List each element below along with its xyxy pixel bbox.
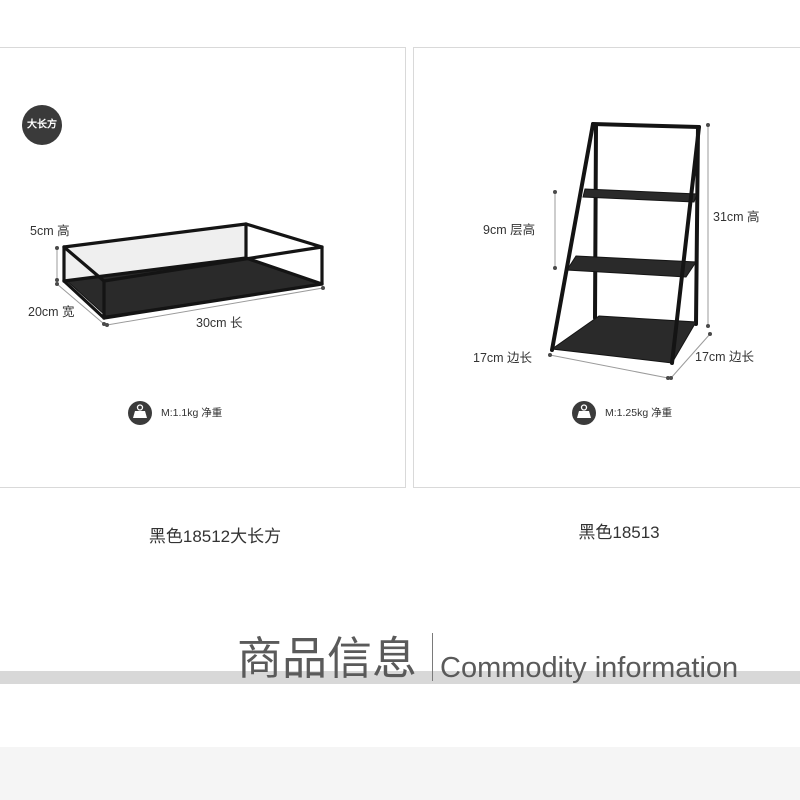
frame-edge-bottom-right — [244, 256, 324, 286]
size-badge-circle — [22, 105, 62, 145]
heading-title-chinese: 商品信息 — [237, 633, 418, 684]
dimension-line — [106, 287, 324, 326]
weight-icon — [128, 401, 152, 425]
heading-band — [0, 671, 800, 684]
side-length-label-left: 17cm 边长 — [473, 351, 533, 365]
length-dimension: 30cm 长 — [105, 286, 325, 330]
frame-edge-bottom-left — [62, 279, 106, 320]
total-height-label: 31cm 高 — [713, 209, 760, 224]
frame-post-back-left — [593, 123, 598, 320]
dimension-end — [105, 323, 109, 327]
product-panel-tray: 大长方 — [0, 47, 406, 488]
product-caption-tray: 黑色18512大长方 — [148, 527, 282, 546]
size-badge-label: 大长方 — [27, 118, 57, 131]
dimension-end — [706, 123, 710, 127]
side-length-label-right: 17cm 边长 — [695, 350, 755, 364]
net-weight-label: M:1.25kg 净重 — [605, 406, 672, 419]
frame-top-bar — [591, 122, 701, 129]
weight-icon-handle — [580, 404, 588, 411]
height-dimension: 5cm 高 — [30, 223, 70, 282]
layer-height-dimension: 9cm 层高 — [483, 190, 557, 270]
dimension-end — [666, 376, 670, 380]
shelf-middle — [566, 255, 697, 278]
width-dimension: 20cm 宽 — [28, 282, 106, 326]
dimension-end — [669, 376, 673, 380]
footer-strip — [0, 747, 800, 800]
product-caption-ladder-shelf: 黑色18513 — [578, 523, 660, 542]
tray-frame — [62, 222, 324, 320]
dimension-end — [548, 353, 552, 357]
product-panel-ladder-shelf: 9cm 层高 31cm 高 17cm 边长 17cm 边长 — [413, 47, 800, 488]
weight-icon-body — [133, 411, 147, 418]
length-label: 30cm 长 — [196, 316, 243, 330]
side-length-dimension-left: 17cm 边长 — [473, 351, 670, 380]
tray-illustration — [62, 222, 324, 320]
dimension-end — [706, 324, 710, 328]
dimension-end — [55, 278, 59, 282]
heading-divider — [432, 633, 433, 681]
dimension-end — [708, 332, 712, 336]
weight-icon — [572, 401, 596, 425]
product-diagram-ladder-shelf: 9cm 层高 31cm 高 17cm 边长 17cm 边长 — [473, 122, 760, 425]
total-height-dimension: 31cm 高 — [706, 123, 760, 328]
ladder-shelf-illustration — [550, 122, 701, 365]
frame-edge-top-front — [102, 245, 324, 283]
net-weight: M:1.25kg 净重 — [572, 401, 672, 425]
dimension-line — [549, 354, 669, 379]
frame-edge-top-back — [62, 222, 248, 249]
layer-height-label: 9cm 层高 — [483, 222, 535, 237]
height-label: 5cm 高 — [30, 223, 70, 238]
product-diagram-tray: 大长方 — [22, 105, 325, 425]
dimension-end — [55, 282, 59, 286]
frame-leg-front-left — [550, 122, 595, 352]
side-length-dimension-right: 17cm 边长 — [669, 332, 755, 380]
size-badge: 大长方 — [22, 105, 62, 145]
net-weight-label: M:1.1kg 净重 — [161, 406, 222, 419]
tray-glass-back — [64, 224, 246, 281]
shelf-top — [582, 188, 698, 203]
dimension-end — [553, 266, 557, 270]
dimension-end — [55, 246, 59, 250]
frame-edge-bottom-back — [62, 256, 248, 283]
frame-edge-bottom-front — [102, 282, 324, 320]
dimension-line — [56, 283, 105, 325]
weight-icon-body — [577, 411, 591, 418]
frame-leg-front-right — [670, 125, 701, 365]
heading-title-english: Commodity information — [440, 652, 739, 684]
shelf-frame-front — [550, 122, 701, 365]
frame-edge-top-right — [244, 222, 324, 249]
frame-post-back-right — [694, 125, 700, 326]
shelf-frame-back — [591, 122, 701, 326]
dimension-end — [553, 190, 557, 194]
dimension-end — [321, 286, 325, 290]
width-label: 20cm 宽 — [28, 304, 75, 319]
net-weight: M:1.1kg 净重 — [128, 401, 222, 425]
dimension-line — [670, 333, 711, 379]
weight-icon-handle — [136, 404, 144, 411]
